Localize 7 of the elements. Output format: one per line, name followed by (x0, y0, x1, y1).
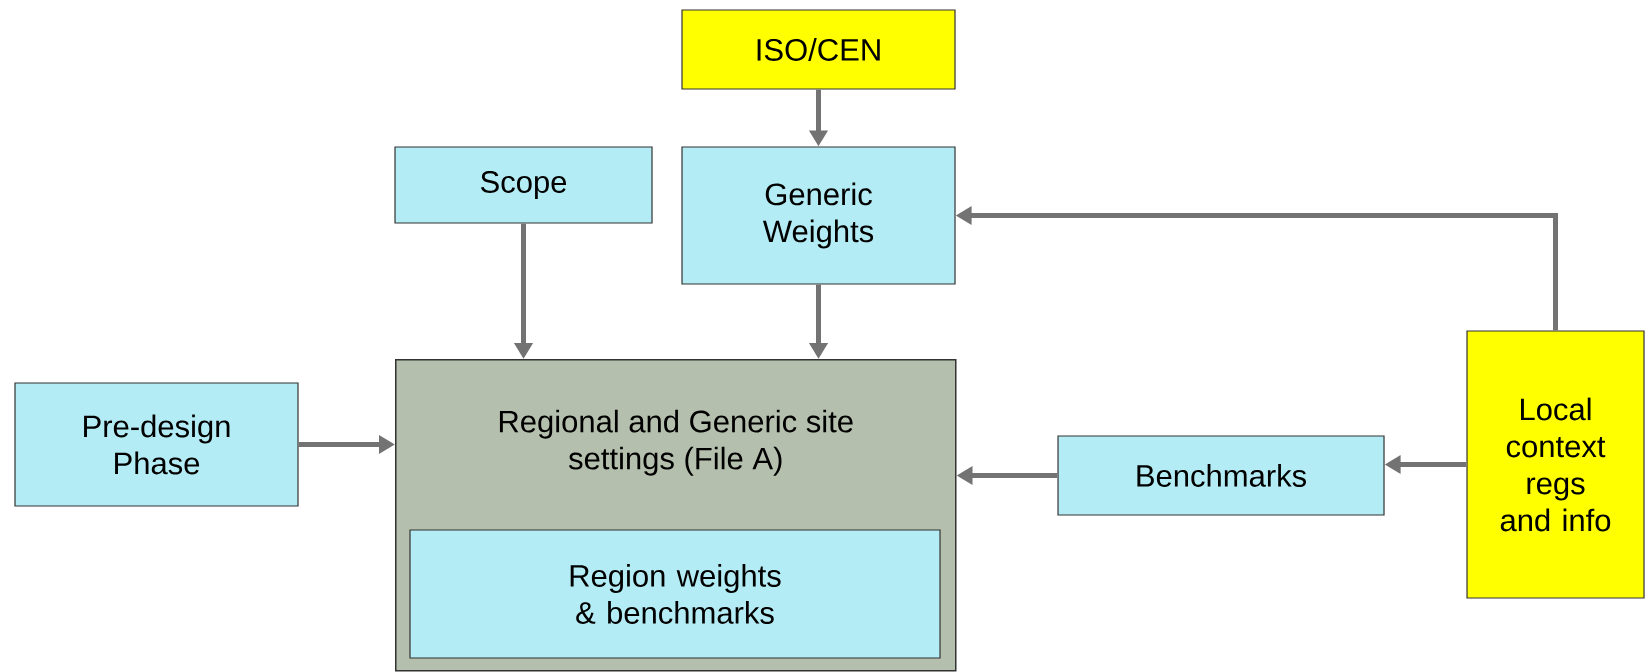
standard-box: ISO/CEN (681, 9, 956, 90)
process-box: Region weights & benchmarks (409, 529, 941, 659)
process-box: Scope (394, 146, 653, 224)
process-box: Generic Weights (681, 146, 956, 285)
process-box: Pre-design Phase (14, 382, 299, 507)
process-box: Benchmarks (1057, 435, 1385, 516)
standard-box: Local context regs and info (1466, 330, 1645, 599)
